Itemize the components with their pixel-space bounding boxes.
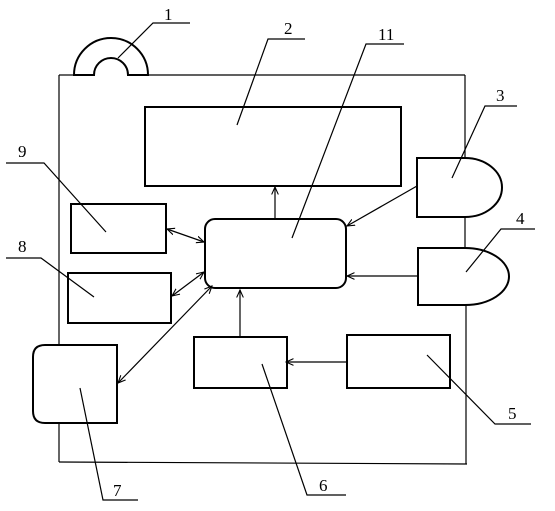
- arrow-3-to-11: [347, 185, 418, 226]
- label-2: 2: [284, 19, 293, 38]
- arrow-7-11-bidirectional: [118, 286, 212, 383]
- label-11: 11: [378, 25, 394, 44]
- arrow-8-11-bidirectional: [172, 272, 204, 296]
- box-component-5: [346, 334, 451, 389]
- label-5: 5: [508, 404, 517, 423]
- d-shape-component-4: [417, 247, 510, 306]
- box-component-2: [144, 106, 402, 187]
- label-7: 7: [113, 481, 122, 500]
- box-component-7: [32, 344, 118, 424]
- dome-component-1: [72, 37, 150, 76]
- arrow-9-11-bidirectional: [167, 229, 204, 242]
- box-component-8: [67, 272, 172, 324]
- box-component-9: [70, 203, 167, 254]
- label-1: 1: [164, 5, 173, 24]
- box-component-11: [204, 218, 347, 289]
- label-6: 6: [319, 476, 328, 495]
- housing-outline: [58, 74, 468, 465]
- connection-arrows: [118, 185, 418, 383]
- leader-lines: [6, 22, 535, 501]
- label-4: 4: [516, 209, 525, 228]
- d-shape-component-3: [416, 157, 503, 218]
- box-component-6: [193, 336, 288, 389]
- label-8: 8: [18, 237, 27, 256]
- label-3: 3: [496, 86, 505, 105]
- label-9: 9: [18, 142, 27, 161]
